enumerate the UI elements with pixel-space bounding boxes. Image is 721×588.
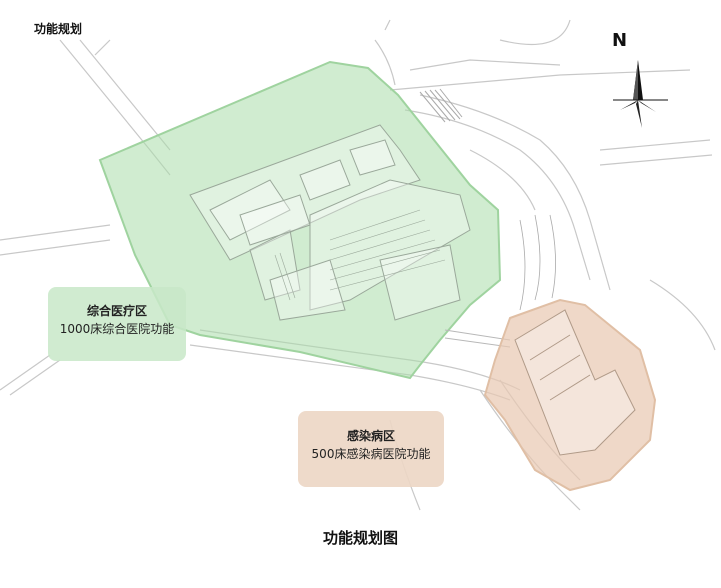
general-buildings — [189, 124, 471, 321]
infection-building — [514, 309, 636, 456]
infection-zone-subtitle: 500床感染病医院功能 — [311, 447, 431, 461]
general-zone-subtitle: 1000床综合医院功能 — [59, 322, 175, 336]
general-zone-title: 综合医疗区 — [86, 304, 147, 318]
parking-stripes — [419, 88, 463, 123]
site-plan — [0, 19, 716, 511]
diagram-header-title: 功能规划 — [34, 22, 83, 36]
infection-zone-label: 感染病区 500床感染病医院功能 — [298, 411, 444, 487]
north-arrow-icon — [613, 60, 668, 128]
general-zone-label: 综合医疗区 1000床综合医院功能 — [48, 287, 186, 361]
landscape-curves — [519, 214, 556, 311]
infection-zone-title: 感染病区 — [346, 429, 395, 443]
general-building-lines — [274, 209, 446, 301]
north-letter: N — [612, 30, 628, 51]
figure-caption: 功能规划图 — [322, 529, 398, 547]
infection-zone — [483, 298, 657, 492]
